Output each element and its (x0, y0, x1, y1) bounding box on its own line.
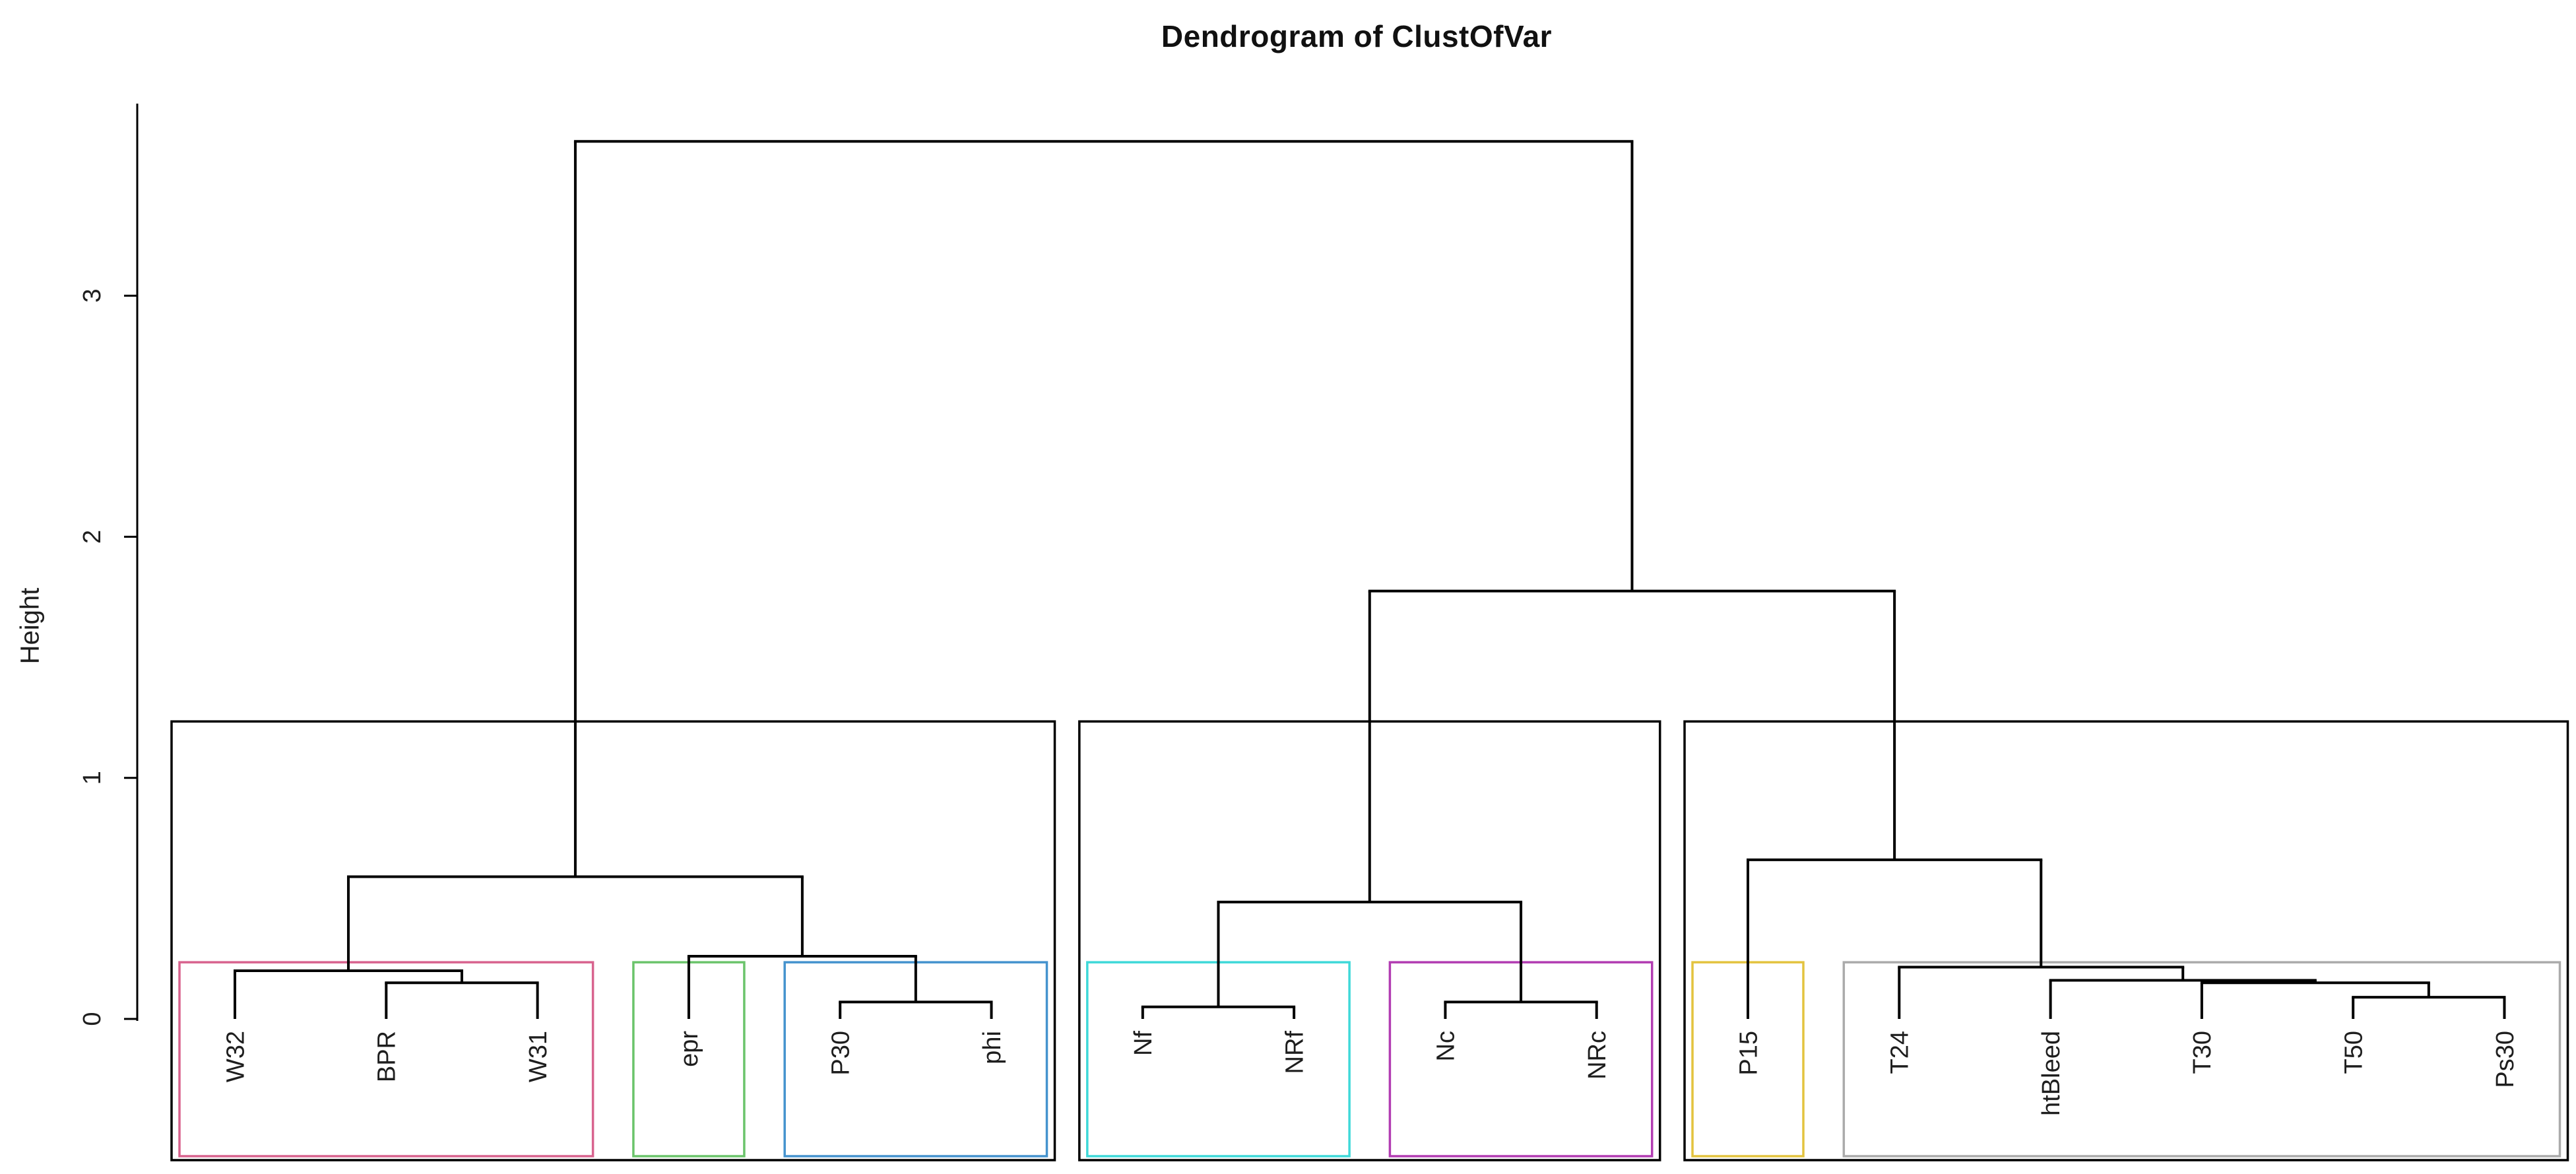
cluster-box-red (178, 961, 595, 1158)
leaf-label-W32: W32 (222, 1031, 249, 1082)
leaf-label-Nf: Nf (1130, 1031, 1157, 1056)
leaf-label-htBleed: htBleed (2038, 1031, 2065, 1116)
leaf-label-phi: phi (979, 1031, 1006, 1064)
leaf-label-Ps30: Ps30 (2492, 1031, 2519, 1088)
y-axis-tick-label: 2 (79, 530, 106, 544)
leaf-label-epr: epr (676, 1031, 703, 1067)
leaf-label-T50: T50 (2340, 1031, 2368, 1074)
leaf-label-P15: P15 (1735, 1031, 1762, 1076)
leaf-label-W31: W31 (525, 1031, 552, 1082)
y-axis-tick-label: 3 (79, 289, 106, 303)
k3-box-left (170, 720, 1056, 1161)
y-axis-tick-label: 0 (79, 1012, 106, 1026)
y-axis-tick-label: 1 (79, 771, 106, 785)
k3-box-right (1683, 720, 2569, 1161)
leaf-label-NRc: NRc (1584, 1031, 1611, 1080)
cluster-box-gray (1842, 961, 2561, 1158)
leaf-label-T30: T30 (2189, 1031, 2216, 1074)
leaf-label-T24: T24 (1886, 1031, 1914, 1074)
leaf-label-BPR: BPR (373, 1031, 401, 1082)
chart-title: Dendrogram of ClustOfVar (1161, 19, 1553, 53)
leaf-label-NRf: NRf (1281, 1031, 1308, 1074)
leaf-label-P30: P30 (827, 1031, 855, 1076)
leaf-label-Nc: Nc (1433, 1031, 1460, 1061)
